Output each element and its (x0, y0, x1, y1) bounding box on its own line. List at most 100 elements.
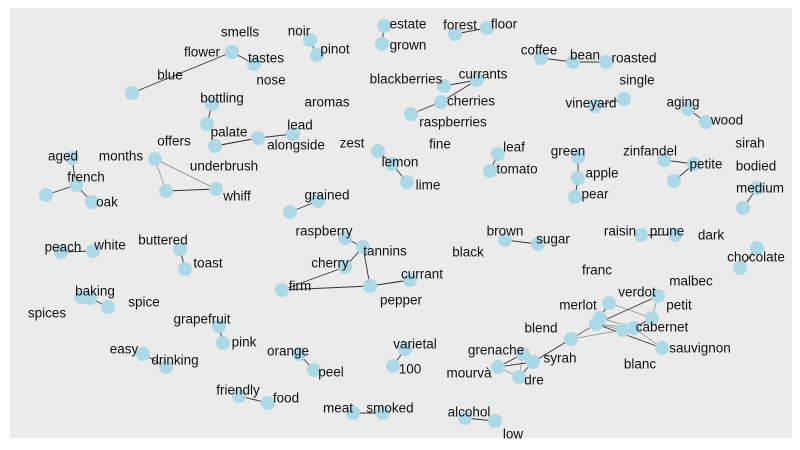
node-label-spice: spice (128, 295, 160, 310)
node-label-leaf: leaf (503, 140, 525, 155)
node-label-meat: meat (323, 401, 353, 416)
node-label-raspberry: raspberry (295, 224, 352, 239)
node-label-pear: pear (581, 187, 609, 202)
node-label-pinot: pinot (320, 42, 350, 57)
node-label-oak: oak (96, 195, 118, 210)
node-wood (699, 115, 713, 129)
node-label-offers: offers (157, 134, 191, 149)
node-green (571, 150, 585, 164)
edge-flower-blue (131, 51, 233, 94)
node-label-grained: grained (304, 188, 349, 203)
node-brown (498, 233, 512, 247)
node-prune (668, 228, 682, 242)
node-raisin (634, 228, 648, 242)
label-layer: smellstastesflowerbluenoirpinotestategro… (28, 17, 785, 442)
node-label-grenache: grenache (468, 343, 524, 358)
node-lead (286, 127, 300, 141)
node-petit (645, 311, 659, 325)
node-layer (39, 19, 764, 428)
node-label-single: single (619, 73, 654, 88)
node-label-estate: estate (390, 17, 427, 32)
node-dre (512, 370, 526, 384)
node-friendly (232, 389, 246, 403)
node-underbrush (159, 184, 173, 198)
edge-palate-alongside (214, 137, 259, 147)
node-label-floor: floor (491, 17, 518, 32)
node-merlot (589, 317, 603, 331)
node-label-drinking: drinking (151, 353, 198, 368)
node-label-aromas: aromas (304, 95, 349, 110)
node-pinot (310, 48, 324, 62)
node-sirah (667, 174, 681, 188)
node-label-merlot: merlot (559, 298, 597, 313)
node-label-100: 100 (399, 362, 422, 377)
node-label-malbec: malbec (669, 274, 713, 289)
node-whiff (209, 182, 223, 196)
node-peel (307, 363, 321, 377)
node-100 (386, 359, 400, 373)
edge-underbrush-whiff (165, 188, 217, 192)
node-label-tannins: tannins (363, 244, 407, 259)
node-label-blanc: blanc (624, 357, 657, 372)
node-blanc (616, 323, 630, 337)
node-label-whiff: whiff (222, 189, 251, 204)
node-label-vineyard: vineyard (565, 96, 616, 111)
edge-firm-pepper (281, 285, 371, 291)
node-label-grapefruit: grapefruit (173, 312, 230, 327)
node-estate (377, 19, 391, 33)
node-label-orange: orange (267, 344, 309, 359)
node-label-zinfandel: zinfandel (623, 144, 677, 159)
node-label-blue: blue (157, 68, 183, 83)
node-months (39, 188, 53, 202)
node-buttered (173, 242, 187, 256)
node-mourv (491, 360, 505, 374)
node-easy (136, 347, 150, 361)
node-label-palate: palate (211, 125, 248, 140)
node-roasted (599, 55, 613, 69)
node-white (86, 244, 100, 258)
node-sugar (531, 237, 545, 251)
node-smoked (376, 406, 390, 420)
node-spices (74, 290, 88, 304)
node-raspberries (404, 107, 418, 121)
node-label-raspberries: raspberries (419, 115, 487, 130)
node-sauvignon (655, 341, 669, 355)
node-grapefruit (212, 319, 226, 333)
node-cherry (338, 260, 352, 274)
node-coffee (534, 51, 548, 65)
node-currant (403, 273, 417, 287)
node-label-verdot: verdot (618, 285, 656, 300)
node-bodied (750, 181, 764, 195)
node-label-tastes: tastes (248, 51, 284, 66)
node-cabernet (627, 321, 641, 335)
node-tomato (483, 164, 497, 178)
node-label-petite: petite (689, 157, 722, 172)
node-label-wood: wood (710, 113, 743, 128)
node-label-zest: zest (340, 136, 365, 151)
node-nose (200, 117, 214, 131)
node-label-dre: dre (524, 373, 544, 388)
node-grown (375, 37, 389, 51)
node-zinfandel (657, 153, 671, 167)
node-medium (736, 201, 750, 215)
node-label-pepper: pepper (380, 293, 423, 308)
node-label-tomato: tomato (496, 162, 537, 177)
node-label-sugar: sugar (536, 232, 570, 247)
node-label-grown: grown (390, 38, 427, 53)
node-offers (148, 152, 162, 166)
node-label-flower: flower (184, 45, 221, 60)
node-grenache (516, 347, 530, 361)
node-label-baking: baking (75, 284, 115, 299)
node-bottling (205, 97, 219, 111)
edge-currants-cherries (440, 79, 478, 103)
node-oak (85, 195, 99, 209)
node-label-smells: smells (221, 25, 260, 40)
node-label-low: low (503, 427, 524, 442)
node-alcohol (458, 411, 472, 425)
node-chocolate (750, 241, 764, 255)
node-aging (681, 102, 695, 116)
node-french (69, 178, 83, 192)
node-label-aging: aging (666, 95, 699, 110)
node-label-spices: spices (28, 306, 67, 321)
